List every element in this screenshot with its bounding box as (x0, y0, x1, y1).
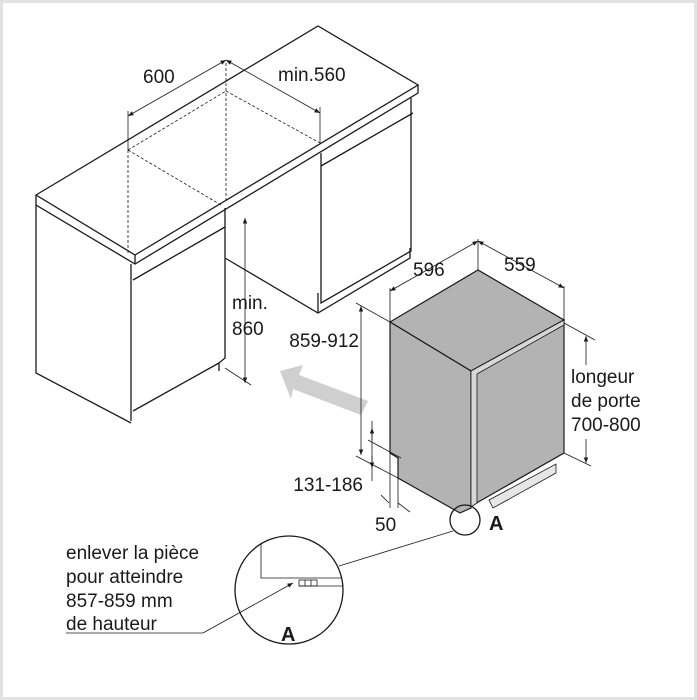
note-line-1: enlever la pièce (66, 543, 199, 564)
depth-dimension-line (225, 59, 321, 114)
detail-view-a: A enlever la pièce pour atteindre 857-85… (66, 530, 454, 646)
cabinet-height-label-2: 860 (232, 319, 264, 340)
dishwasher: 859-912 596 559 131-186 50 longeur de po… (289, 239, 641, 536)
door-length-label-3: 700-800 (571, 415, 641, 436)
note-line-4: de hauteur (66, 614, 158, 635)
insert-direction-arrow-icon (280, 365, 368, 415)
appliance-plinth (488, 463, 557, 509)
detail-marker-label: A (489, 513, 503, 535)
appliance-depth-line (477, 240, 565, 289)
cabinet-width-label: 600 (143, 67, 175, 88)
detail-title: A (281, 624, 295, 646)
cabinet-depth-label: min.560 (278, 65, 346, 86)
door-length-label-1: longeur (571, 367, 635, 388)
door-length-label-2: de porte (571, 391, 641, 412)
removable-part-icon (298, 579, 318, 587)
width-dimension-line (127, 59, 227, 117)
countertop-edge (35, 85, 419, 265)
appliance-depth-label: 559 (504, 255, 536, 276)
note-line-3: 857-859 mm (66, 591, 173, 612)
appliance-width-label: 596 (413, 260, 445, 281)
recess-label: 50 (375, 515, 396, 536)
appliance-width-line (389, 240, 479, 292)
detail-circle (234, 535, 344, 645)
detail-callout-circle (449, 504, 481, 536)
diagram-canvas: 600 min.560 min. 860 859-912 596 5 (34, 25, 641, 646)
note-line-2: pour atteindre (66, 567, 183, 588)
kitchen-cabinets: 600 min.560 min. 860 (34, 25, 420, 424)
left-cabinet-side (35, 205, 132, 424)
cabinet-height-label-1: min. (232, 293, 268, 314)
appliance-height-label: 859-912 (289, 331, 359, 352)
plinth-height-label: 131-186 (293, 475, 363, 496)
right-cabinet (320, 98, 412, 305)
left-cabinet-door (132, 226, 226, 281)
leader-arrow (202, 582, 294, 634)
